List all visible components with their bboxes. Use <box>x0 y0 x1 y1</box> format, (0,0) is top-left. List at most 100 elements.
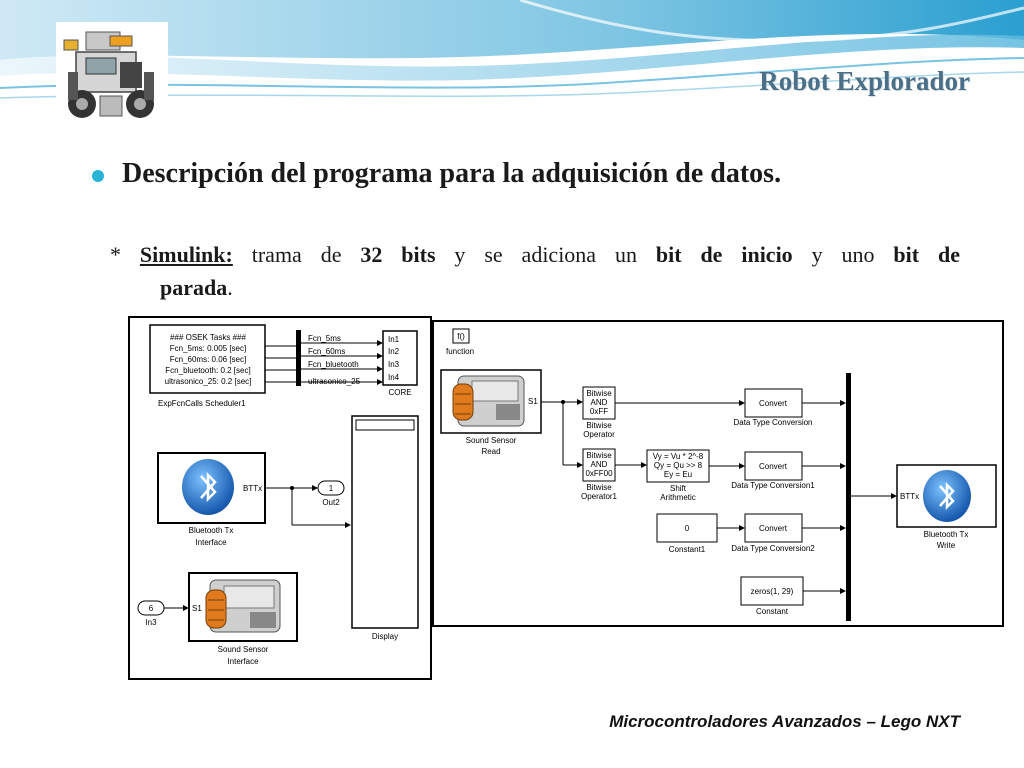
para-prefix: * <box>110 242 140 267</box>
shift-label-2: Arithmetic <box>660 493 696 502</box>
core-label: CORE <box>388 388 411 397</box>
task-line-0: ### OSEK Tasks ### <box>170 333 246 342</box>
demux-bar[interactable] <box>296 330 301 386</box>
function-call-block[interactable]: f() <box>452 328 470 344</box>
para-text-4: . <box>227 275 233 300</box>
core-in-1: In2 <box>388 347 400 356</box>
robot-photo <box>56 22 168 130</box>
mux-bar[interactable] <box>846 373 851 621</box>
para-text-2: y se adiciona un <box>435 242 656 267</box>
in-port-block[interactable]: 6 <box>137 600 165 616</box>
para-bold-1: 32 bits <box>360 242 436 267</box>
constant-label: Constant <box>756 607 789 616</box>
para-bold-3: bit de <box>893 242 960 267</box>
header-waves <box>0 0 1024 99</box>
bus-signal-2: Fcn_bluetooth <box>308 360 359 369</box>
core-in-3: In4 <box>388 373 400 382</box>
bluetooth-tx-interface-block[interactable]: BTTx <box>157 452 266 524</box>
convert-text-0: Convert <box>759 399 788 408</box>
description-paragraph-cont: parada. <box>160 273 233 303</box>
bitwise1-label-1: Bitwise <box>586 421 612 430</box>
sound-sensor-icon <box>205 579 281 633</box>
bullet-dot-icon <box>92 170 104 182</box>
conversion-label-1: Data Type Conversion1 <box>731 481 815 490</box>
bitwise-operator-block[interactable]: Bitwise AND 0xFF <box>582 386 616 420</box>
bitwise2-label-1: Bitwise <box>586 483 612 492</box>
shift-line-0: Vy = Vu * 2^-8 <box>653 452 704 461</box>
shift-label-1: Shift <box>670 484 687 493</box>
constant1-label: Constant1 <box>669 545 706 554</box>
robot-image <box>63 31 154 118</box>
bluetooth-tx-write-block[interactable]: BTTx <box>896 464 997 528</box>
function-icon: f() <box>457 332 465 341</box>
description-paragraph: * Simulink: trama de 32 bits y se adicio… <box>110 240 960 270</box>
right-sensor-label-2: Read <box>481 447 500 456</box>
right-bt-label-2: Write <box>937 541 956 550</box>
para-bold-4: parada <box>160 275 228 300</box>
bitwise2-line-0: Bitwise <box>586 451 612 460</box>
sound-sensor-read-icon <box>452 375 525 427</box>
bullet-heading: Descripción del programa para la adquisi… <box>90 158 990 198</box>
task-line-4: ultrasonico_25: 0.2 [sec] <box>165 377 252 386</box>
bus-signal-0: Fcn_5ms <box>308 334 341 343</box>
out-port-block[interactable]: 1 <box>317 480 345 496</box>
bitwise1-line-2: 0xFF <box>590 407 608 416</box>
function-label: function <box>446 347 474 356</box>
bt-label-2: Interface <box>195 538 227 547</box>
out-port-label: Out2 <box>322 498 340 507</box>
right-sensor-port: S1 <box>528 397 538 406</box>
in-port-label: In3 <box>145 618 157 627</box>
zeros-value: zeros(1, 29) <box>751 587 794 596</box>
bt-label-1: Bluetooth Tx <box>189 526 234 535</box>
task-line-2: Fcn_60ms: 0.06 [sec] <box>170 355 246 364</box>
constant1-block[interactable]: 0 <box>656 513 718 543</box>
conversion-label-0: Data Type Conversion <box>733 418 812 427</box>
sensor-label-2: Interface <box>227 657 259 666</box>
bitwise2-line-1: AND <box>591 460 608 469</box>
shift-line-2: Ey = Eu <box>664 470 692 479</box>
right-bt-port: BTTx <box>900 492 919 501</box>
zeros-constant-block[interactable]: zeros(1, 29) <box>740 576 804 606</box>
bus-signal-3: ultrasonico_25 <box>308 377 361 386</box>
bitwise1-line-1: AND <box>591 398 608 407</box>
shift-line-1: Qy = Qu >> 8 <box>654 461 703 470</box>
convert-block-0[interactable]: Convert <box>744 388 803 418</box>
core-in-0: In1 <box>388 335 400 344</box>
footer-text: Microcontroladores Avanzados – Lego NXT <box>609 712 960 731</box>
core-in-2: In3 <box>388 360 400 369</box>
sound-sensor-read-block[interactable]: S1 <box>440 369 542 434</box>
scheduler-block[interactable]: ### OSEK Tasks ### Fcn_5ms: 0.005 [sec] … <box>149 324 266 394</box>
bitwise2-label-2: Operator1 <box>581 492 618 501</box>
bitwise-operator1-block[interactable]: Bitwise AND 0xFF00 <box>582 448 616 482</box>
bitwise1-line-0: Bitwise <box>586 389 612 398</box>
sensor-label-1: Sound Sensor <box>218 645 269 654</box>
scheduler-label: ExpFcnCalls Scheduler1 <box>158 399 246 408</box>
para-bold-2: bit de inicio <box>655 242 793 267</box>
bullet-text: Descripción del programa para la adquisi… <box>122 158 782 189</box>
convert-block-2[interactable]: Convert <box>744 513 803 543</box>
simulink-label: Simulink: <box>139 242 233 267</box>
bt-port-label: BTTx <box>243 484 262 493</box>
bitwise1-label-2: Operator <box>583 430 615 439</box>
para-text-1: trama de <box>232 242 361 267</box>
convert-text-2: Convert <box>759 524 788 533</box>
out-port-value: 1 <box>329 484 334 493</box>
display-block[interactable] <box>351 415 419 629</box>
core-block[interactable]: In1 In2 In3 In4 <box>382 330 418 386</box>
task-line-1: Fcn_5ms: 0.005 [sec] <box>170 344 246 353</box>
sound-sensor-interface-block[interactable]: S1 <box>188 572 298 642</box>
constant1-value: 0 <box>685 524 690 533</box>
para-text-3: y uno <box>792 242 894 267</box>
convert-text-1: Convert <box>759 462 788 471</box>
bus-signal-1: Fcn_60ms <box>308 347 345 356</box>
right-sensor-label-1: Sound Sensor <box>466 436 517 445</box>
conversion-label-2: Data Type Conversion2 <box>731 544 815 553</box>
right-bt-label-1: Bluetooth Tx <box>924 530 969 539</box>
bitwise2-line-2: 0xFF00 <box>585 469 613 478</box>
sensor-port-label: S1 <box>192 604 202 613</box>
in-port-value: 6 <box>149 604 154 613</box>
convert-block-1[interactable]: Convert <box>744 451 803 481</box>
shift-arithmetic-block[interactable]: Vy = Vu * 2^-8 Qy = Qu >> 8 Ey = Eu <box>646 449 710 483</box>
